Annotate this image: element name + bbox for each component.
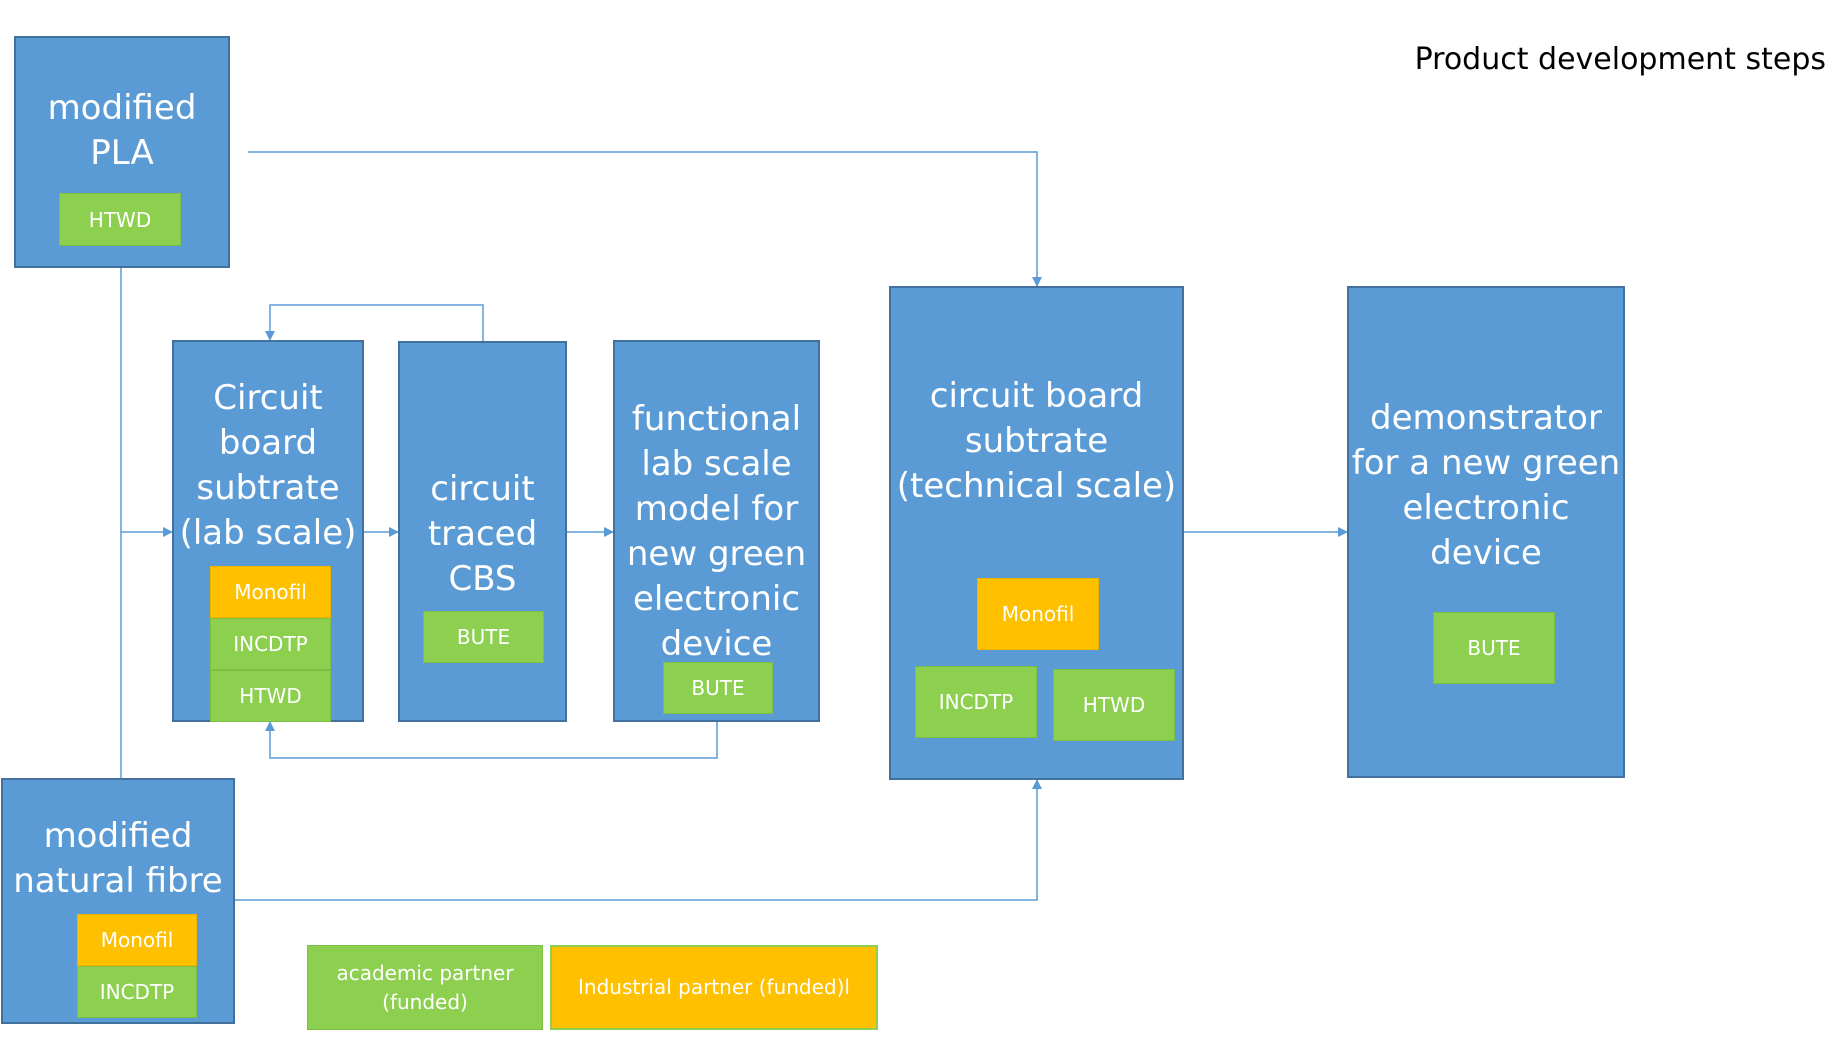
partner-tag-htwd: HTWD bbox=[59, 193, 181, 246]
partner-tag-incdtp: INCDTP bbox=[77, 966, 197, 1018]
partner-tag-monofil: Monofil bbox=[77, 914, 197, 966]
box-title: modified PLA bbox=[47, 88, 197, 173]
connector-fibre-to-cbs-tech bbox=[235, 779, 1042, 901]
connector-feedback-functional-to-cbs-lab bbox=[265, 716, 718, 759]
partner-tag-monofil: Monofil bbox=[210, 566, 331, 618]
page-title: Product development steps bbox=[1414, 42, 1826, 77]
box-title: circuit board subtrate (technical scale) bbox=[896, 376, 1177, 506]
partner-tag-htwd: HTWD bbox=[210, 670, 331, 722]
partner-tag-incdtp: INCDTP bbox=[915, 666, 1037, 738]
partner-tag-incdtp: INCDTP bbox=[210, 618, 331, 670]
legend-industrial-partner: Industrial partner (funded)l bbox=[550, 945, 878, 1030]
legend-academic-partner: academic partner (funded) bbox=[307, 945, 543, 1030]
partner-tag-monofil: Monofil bbox=[977, 578, 1099, 650]
box-title: circuit traced CBS bbox=[427, 469, 538, 599]
box-demonstrator: demonstrator for a new green electronic … bbox=[1347, 286, 1625, 778]
box-functional-lab-scale-model: functional lab scale model for new green… bbox=[613, 340, 820, 722]
partner-tag-bute: BUTE bbox=[1433, 612, 1555, 684]
box-title: Circuit board subtrate (lab scale) bbox=[179, 378, 357, 553]
connector-feedback-traced-to-cbs-lab bbox=[265, 304, 484, 341]
partner-tag-bute: BUTE bbox=[663, 662, 773, 714]
box-modified-natural-fibre: modified natural fibre Monofil INCDTP bbox=[1, 778, 235, 1024]
box-circuit-board-technical-scale: circuit board subtrate (technical scale)… bbox=[889, 286, 1184, 780]
box-title: functional lab scale model for new green… bbox=[626, 399, 807, 664]
box-circuit-board-lab-scale: Circuit board subtrate (lab scale) Monof… bbox=[172, 340, 364, 722]
box-title: demonstrator for a new green electronic … bbox=[1351, 398, 1621, 573]
box-modified-pla: modified PLA HTWD bbox=[14, 36, 230, 268]
box-circuit-traced-cbs: circuit traced CBS BUTE bbox=[398, 341, 567, 722]
connector-pla-to-cbs-tech bbox=[248, 151, 1042, 287]
box-title: modified natural fibre bbox=[13, 816, 223, 901]
partner-tag-htwd: HTWD bbox=[1053, 669, 1175, 741]
partner-tag-bute: BUTE bbox=[423, 611, 544, 663]
